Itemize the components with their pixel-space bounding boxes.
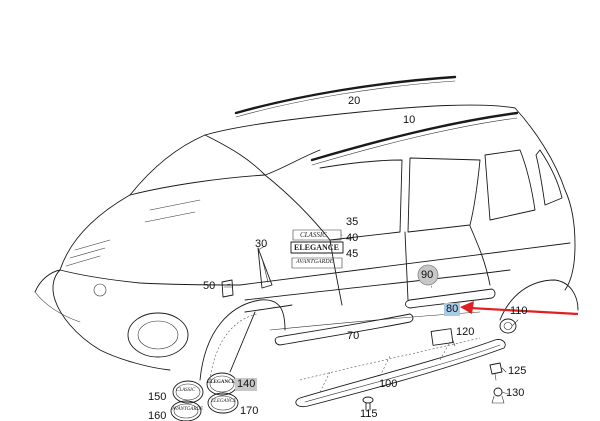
badge-170-text: ELEGANCE	[211, 399, 237, 404]
rivet-115	[362, 396, 374, 411]
roof-rail-20	[234, 75, 457, 115]
sill-100	[295, 339, 506, 408]
callout-90-circle	[417, 264, 439, 286]
callout-140[interactable]: 140	[235, 378, 258, 391]
screw-130	[491, 387, 505, 404]
emblem-avantgarde-text: AVANTGARDE	[296, 259, 334, 265]
emblem-40-elegance	[290, 241, 344, 254]
badge-classic-text: CLASSIC	[176, 388, 196, 393]
emblem-elegance-text: ELEGANCE	[294, 243, 339, 252]
callout-80-selected[interactable]: 80	[444, 303, 461, 316]
bracket-50	[221, 279, 234, 298]
callout-70[interactable]: 70	[347, 330, 360, 342]
callout-110[interactable]: 110	[510, 305, 528, 317]
pointer-arrow	[460, 301, 579, 316]
badge-150-classic	[172, 380, 204, 404]
callout-90[interactable]: 90	[421, 269, 434, 281]
callout-150[interactable]: 150	[148, 391, 167, 403]
part-120-plate	[430, 328, 454, 346]
callout-115[interactable]: 115	[360, 408, 378, 420]
callout-160[interactable]: 160	[148, 410, 167, 421]
clip-125	[489, 362, 503, 381]
callout-125[interactable]: 125	[508, 365, 527, 377]
callout-50[interactable]: 50	[203, 280, 216, 292]
callout-45[interactable]: 45	[346, 248, 359, 260]
callout-30[interactable]: 30	[255, 238, 268, 250]
badge-160-avantgarde	[170, 400, 202, 421]
emblem-classic-text: CLASSIC	[300, 231, 327, 239]
callout-40[interactable]: 40	[346, 232, 359, 244]
trim-strip-70	[274, 313, 414, 346]
callout-120[interactable]: 120	[456, 326, 475, 338]
callout-10[interactable]: 10	[403, 114, 416, 126]
roof-rail-10	[310, 111, 519, 162]
trim-strip-80	[405, 288, 496, 309]
callout-20[interactable]: 20	[348, 95, 361, 107]
emblem-45-avantgarde	[291, 257, 343, 269]
badge-170	[207, 392, 239, 414]
callout-100[interactable]: 100	[379, 378, 398, 390]
badge-elegance-text: ELEGANCE	[207, 380, 236, 385]
triangle-trim-30	[257, 247, 273, 289]
car-body-outline	[59, 104, 576, 291]
callout-35[interactable]: 35	[346, 216, 359, 228]
clip-110	[499, 318, 517, 334]
badge-avantgarde-text: AVANTGARDE	[172, 407, 204, 412]
callout-130[interactable]: 130	[506, 387, 525, 399]
callout-170[interactable]: 170	[240, 405, 259, 417]
